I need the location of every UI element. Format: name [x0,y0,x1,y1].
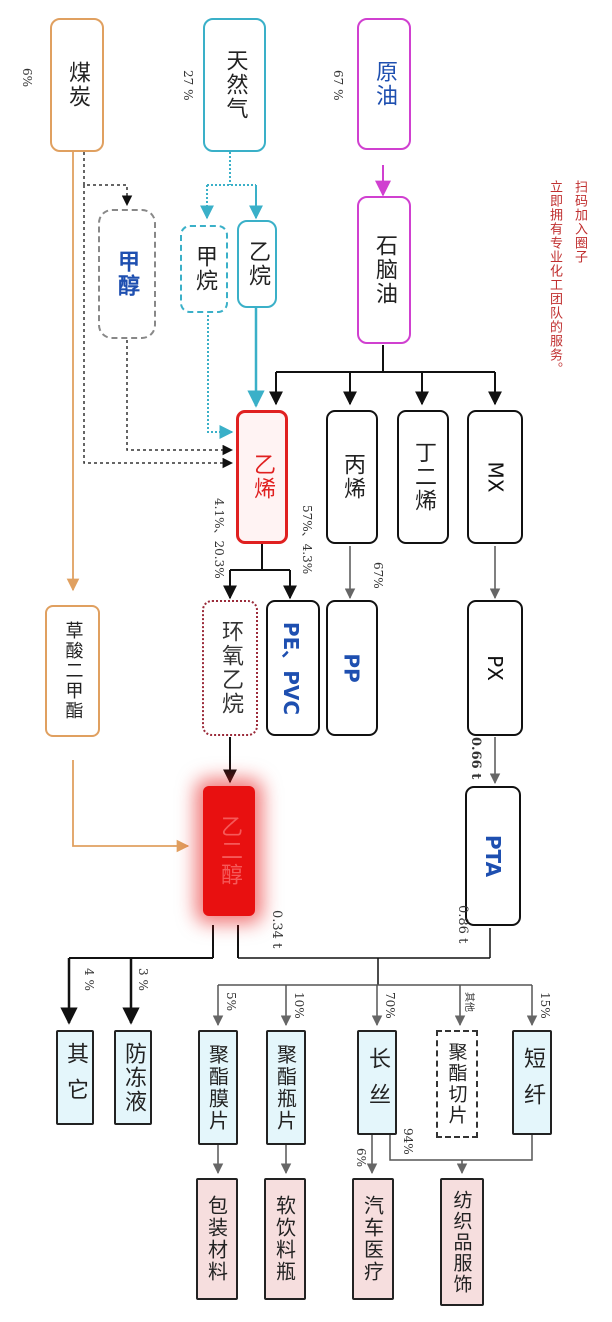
dimethyl-oxalate-label: 草酸二甲酯 [62,621,84,721]
crude-oil-label: 原油 [372,60,397,108]
propylene-to-pp-ratio: 67% [371,562,385,589]
promo-note: 扫码加入圈子 立即拥有专业化工团队的服务。 [545,180,589,376]
ethylene-glycol-box: 乙二醇 [203,786,255,916]
packaging-material-box: 包装材料 [196,1178,238,1300]
other-use-label: 其它 [63,1041,88,1114]
coal-source-box: 煤炭 [50,18,104,152]
pp-box: PP [326,600,378,736]
ethylene-box: 乙烯 [236,410,288,544]
ethylene-glycol-label: 乙二醇 [217,815,242,887]
antifreeze-label: 防冻液 [121,1041,146,1114]
px-box: PX [467,600,523,736]
ethane-label: 乙烷 [245,240,270,288]
ethylene-label: 乙烯 [250,453,275,501]
polyester-film-label: 聚酯膜片 [205,1043,230,1132]
naphtha-label: 石脑油 [372,234,397,306]
methanol-box: 甲醇 [98,209,156,339]
butadiene-label: 丁二烯 [411,441,436,513]
other-use-share: 4 % [82,968,96,991]
mx-box: MX [467,410,523,544]
methane-label: 甲烷 [192,245,217,293]
soft-drink-bottle-box: 软饮料瓶 [264,1178,306,1300]
filament-label: 长丝 [365,1046,390,1119]
polyester-bottle-chip-share: 10% [292,992,306,1019]
other-use-box: 其它 [56,1030,94,1125]
ethane-box: 乙烷 [237,220,277,308]
pe-pvc-box: PE、PVC [266,600,320,736]
polyester-bottle-chip-box: 聚酯瓶片 [266,1030,306,1145]
polyester-chip-share: 其他 [463,992,474,1012]
ethylene-oxide-label: 环氧乙烷 [218,620,243,716]
pta-box: PTA [465,786,521,926]
pp-label: PP [339,653,364,683]
meg-output-ratio: 0.34 t [269,910,284,949]
packaging-material-label: 包装材料 [204,1195,229,1283]
polyester-film-share: 5% [224,992,238,1012]
antifreeze-share: 3 % [136,968,150,991]
ethylene-to-pe-ratio: 57%、4.3% [300,505,314,575]
ethylene-oxide-box: 环氧乙烷 [202,600,258,736]
methane-box: 甲烷 [180,225,228,313]
methanol-label: 甲醇 [114,250,140,298]
pe-pvc-label: PE、PVC [279,621,304,715]
pta-output-ratio: 0.86 t [455,905,470,944]
textile-apparel-label: 纺织品服饰 [450,1189,473,1295]
dimethyl-oxalate-box: 草酸二甲酯 [45,605,100,737]
oil-share: 67 % [331,70,345,101]
auto-medical-box: 汽车医疗 [352,1178,394,1300]
polyester-chip-label: 聚酯切片 [445,1042,468,1126]
textile-apparel-box: 纺织品服饰 [440,1178,484,1306]
gas-share: 27 % [181,70,195,101]
filament-box: 长丝 [357,1030,397,1135]
staple-fiber-box: 短纤 [512,1030,552,1135]
promo-note-line2: 立即拥有专业化工团队的服务。 [547,180,562,376]
promo-note-line1: 扫码加入圈子 [572,180,587,264]
butadiene-box: 丁二烯 [397,410,449,544]
px-label: PX [482,655,507,681]
mx-label: MX [483,461,507,493]
ethylene-to-eo-ratio: 4.1%、20.3% [212,498,226,579]
filament-share: 70% [383,992,397,1019]
auto-medical-share: 6% [354,1148,368,1168]
coal-label: 煤炭 [65,61,90,109]
polyester-bottle-chip-label: 聚酯瓶片 [273,1043,298,1132]
propylene-label: 丙烯 [340,453,365,501]
auto-medical-label: 汽车医疗 [360,1195,385,1283]
textile-apparel-share: 94% [401,1128,415,1155]
px-to-pta-ratio: 0.66 t [468,737,483,780]
crude-oil-source-box: 原油 [357,18,411,150]
propylene-box: 丙烯 [326,410,378,544]
natural-gas-label: 天然气 [222,49,248,121]
polyester-film-box: 聚酯膜片 [198,1030,238,1145]
staple-fiber-label: 短纤 [520,1046,545,1119]
coal-share: 6% [20,68,34,88]
natural-gas-source-box: 天然气 [203,18,266,152]
pta-label: PTA [480,834,505,878]
staple-fiber-share: 15% [538,992,552,1019]
polyester-chip-box: 聚酯切片 [436,1030,478,1138]
soft-drink-bottle-label: 软饮料瓶 [272,1195,297,1283]
antifreeze-box: 防冻液 [114,1030,152,1125]
naphtha-box: 石脑油 [357,196,411,344]
